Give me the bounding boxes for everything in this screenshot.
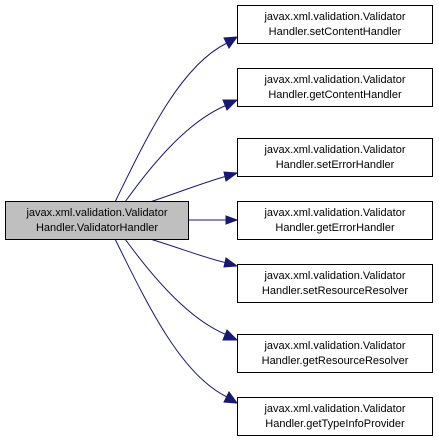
target-node-get-resource-resolver[interactable]: javax.xml.validation.Validator Handler.g… [237, 334, 433, 373]
edge-to-get-content-handler [124, 99, 239, 203]
target-node-label-line2: Handler.setContentHandler [269, 26, 402, 38]
target-node-label-line1: javax.xml.validation.Validator [263, 11, 405, 23]
target-node-box [237, 68, 433, 107]
source-node-label-line2: Handler.ValidatorHandler [36, 222, 158, 234]
target-node-label-line1: javax.xml.validation.Validator [263, 144, 405, 156]
target-node-label-line1: javax.xml.validation.Validator [263, 340, 405, 352]
edge-to-set-resource-resolver [149, 238, 239, 268]
target-node-label-line2: Handler.getTypeInfoProvider [265, 418, 405, 430]
target-node-box [237, 397, 433, 436]
source-node-label-line1: javax.xml.validation.Validator [25, 207, 167, 219]
target-node-label-line2: Handler.getErrorHandler [275, 222, 395, 234]
target-node-label-line2: Handler.getResourceResolver [262, 355, 409, 367]
target-node-box [237, 138, 433, 177]
edge-to-get-type-info-provider [114, 238, 239, 404]
target-node-label-line1: javax.xml.validation.Validator [263, 270, 405, 282]
target-node-box [237, 5, 433, 44]
edges [114, 36, 239, 404]
target-node-set-resource-resolver[interactable]: javax.xml.validation.Validator Handler.s… [237, 264, 433, 303]
target-node-label-line1: javax.xml.validation.Validator [263, 74, 405, 86]
target-node-box [237, 334, 433, 373]
target-node-get-type-info-provider[interactable]: javax.xml.validation.Validator Handler.g… [237, 397, 433, 436]
target-node-box [237, 201, 433, 240]
edge-to-get-error-handler [188, 215, 239, 225]
target-node-label-line1: javax.xml.validation.Validator [263, 403, 405, 415]
edge-to-get-resource-resolver [124, 238, 239, 341]
target-node-get-error-handler[interactable]: javax.xml.validation.Validator Handler.g… [237, 201, 433, 240]
edge-to-set-content-handler [114, 36, 239, 203]
target-node-label-line2: Handler.setResourceResolver [262, 285, 408, 297]
target-node-get-content-handler[interactable]: javax.xml.validation.Validator Handler.g… [237, 68, 433, 107]
target-node-label-line1: javax.xml.validation.Validator [263, 207, 405, 219]
target-node-set-content-handler[interactable]: javax.xml.validation.Validator Handler.s… [237, 5, 433, 44]
target-node-box [237, 264, 433, 303]
source-node-box [5, 201, 189, 240]
target-node-label-line2: Handler.setErrorHandler [276, 159, 395, 171]
edge-to-set-error-handler [149, 171, 239, 203]
source-node[interactable]: javax.xml.validation.Validator Handler.V… [5, 201, 189, 240]
target-node-label-line2: Handler.getContentHandler [268, 89, 402, 101]
target-node-set-error-handler[interactable]: javax.xml.validation.Validator Handler.s… [237, 138, 433, 177]
